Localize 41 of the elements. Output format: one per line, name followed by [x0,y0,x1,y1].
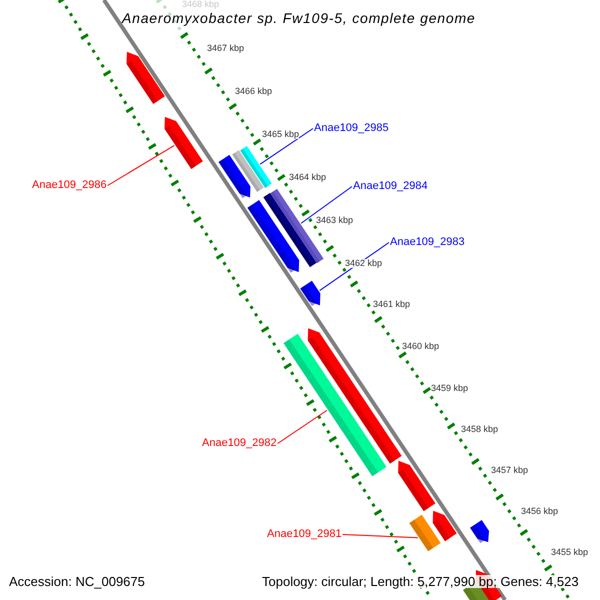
gene-label: Anae109_2986 [32,180,107,191]
gene-bar [470,520,490,544]
gene-bar [126,52,165,104]
scale-label: 3459 kbp [431,384,468,393]
scale-label: 3458 kbp [461,425,498,434]
leader-line [342,534,418,538]
scale-label: 3465 kbp [262,130,300,139]
scale-label: 3456 kbp [521,507,558,516]
gene-bar [247,200,300,273]
scale-label: 3461 kbp [373,300,410,309]
scale-label: 3455 kbp [551,548,588,557]
gene-bar [398,460,436,512]
gene-bar [432,510,457,542]
gene-bar [232,150,264,192]
scale-label: 3457 kbp [491,466,528,475]
leader-line [260,128,314,165]
gene-label: Anae109_2983 [390,237,465,248]
gene-label: Anae109_2984 [353,181,428,192]
gene-label: Anae109_2982 [202,438,277,449]
gene-bar [263,192,317,268]
scale-label: 3460 kbp [402,342,440,351]
gene-bar [308,328,402,464]
gene-bar [284,334,386,476]
gene-bar [164,116,203,169]
leader-line [107,144,175,186]
leader-line [277,410,328,444]
gene-bar [409,514,441,552]
accession-text: Accession: NC_009675 [9,575,145,588]
scale-label: 3466 kbp [235,87,272,96]
scale-label: 3462 kbp [345,259,382,268]
leader-line [300,186,352,224]
gene-bar [218,154,250,198]
scale-label: 3467 kbp [207,44,244,53]
gene-bar [240,146,272,188]
genome-info-text: Topology: circular; Length: 5,277,990 bp; Genes: 4,523 [262,575,579,588]
scale-label: 3464 kbp [289,173,326,182]
gene-bar [300,280,320,306]
gene-label: Anae109_2985 [314,123,389,134]
genome-title: Anaeromyxobacter sp. Fw109-5, complete genome [122,11,476,25]
gene-label: Anae109_2981 [267,529,342,540]
scale-label: 3463 kbp [316,216,354,225]
